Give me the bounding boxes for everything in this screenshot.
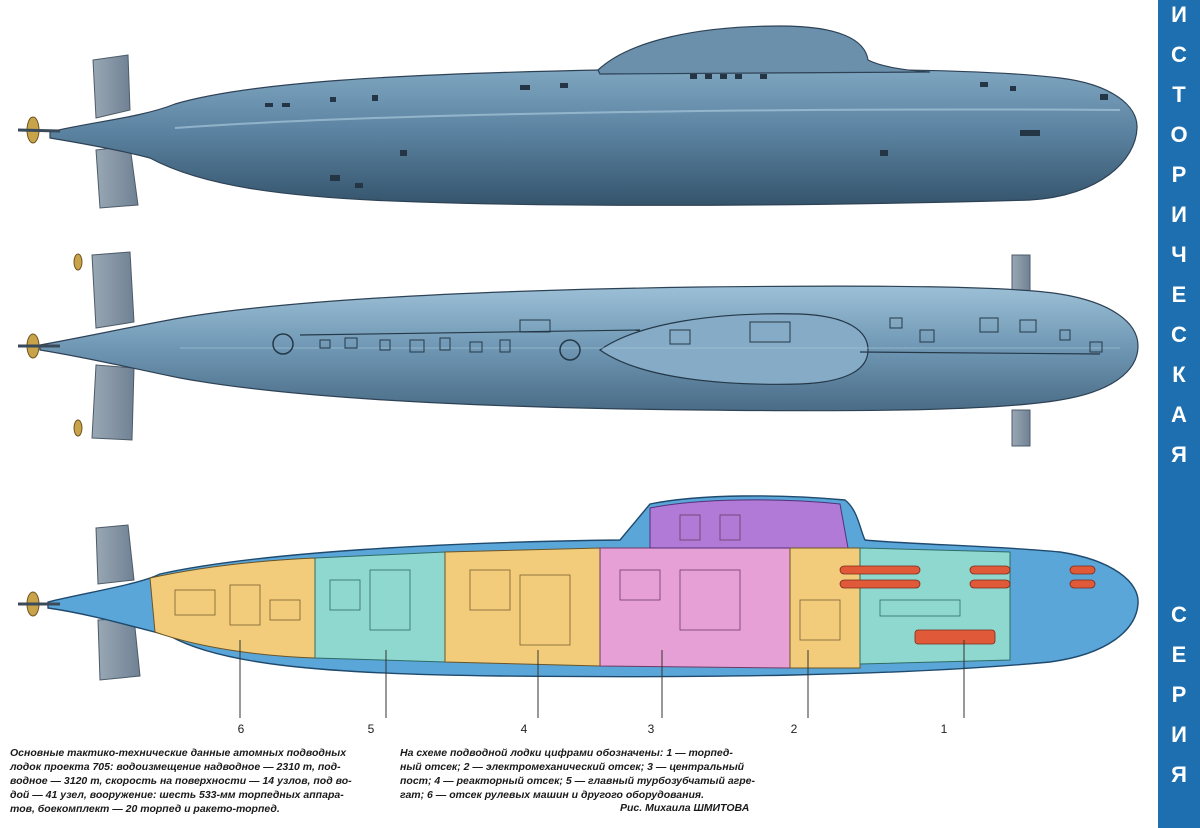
series-letter: Е <box>1171 282 1187 307</box>
series-letter: А <box>1171 402 1187 427</box>
caption-line: пост; 4 — реакторный отсек; 5 — главный … <box>400 775 756 787</box>
series-letter: С <box>1171 322 1187 347</box>
series-letter: С <box>1171 42 1187 67</box>
series-letter: Е <box>1171 642 1187 667</box>
caption-line: лодок проекта 705: водоизмещение надводн… <box>10 761 341 773</box>
caption-line: дой — 41 узел, вооружение: шесть 533-мм … <box>10 789 344 801</box>
submarine-side-view <box>17 25 1138 209</box>
compartment-number-4: 4 <box>520 722 528 736</box>
legend-caption: На схеме подводной лодки цифрами обознач… <box>400 746 755 802</box>
caption-line: На схеме подводной лодки цифрами обознач… <box>400 747 733 759</box>
caption-line: Основные тактико-технические данные атом… <box>10 747 347 759</box>
series-letter: Я <box>1171 762 1187 787</box>
caption-line: гат; 6 — отсек рулевых машин и другого о… <box>400 789 705 801</box>
series-letter: С <box>1171 602 1187 627</box>
compartment-number-6: 6 <box>237 722 245 736</box>
submarine-cutaway-view <box>18 495 1139 718</box>
compartment-number-5: 5 <box>367 722 375 736</box>
compartment-number-2: 2 <box>790 722 798 736</box>
series-letter: Ч <box>1171 242 1187 267</box>
submarine-top-view <box>18 251 1139 447</box>
series-letter: Р <box>1171 162 1187 187</box>
caption-line: водное — 3120 т, скорость на поверхности… <box>10 775 352 787</box>
series-letter: Т <box>1172 82 1186 107</box>
caption-line: ный отсек; 2 — электромеханический отсек… <box>400 761 745 773</box>
series-letter: О <box>1170 122 1188 147</box>
compartment-number-3: 3 <box>647 722 655 736</box>
submarine-drawings <box>17 25 1139 718</box>
series-letter: И <box>1171 202 1187 227</box>
series-letter: И <box>1171 2 1187 27</box>
series-band <box>1158 0 1200 828</box>
illustration-credit: Рис. Михаила ШМИТОВА <box>620 802 750 814</box>
series-letter: И <box>1171 722 1187 747</box>
series-letter: Я <box>1171 442 1187 467</box>
caption-line: тов, боекомплект — 20 торпед и ракето-то… <box>10 803 280 815</box>
series-letter: Р <box>1171 682 1187 707</box>
series-letter: К <box>1172 362 1186 387</box>
specs-caption: Основные тактико-технические данные атом… <box>10 746 352 816</box>
compartment-number-1: 1 <box>940 722 948 736</box>
